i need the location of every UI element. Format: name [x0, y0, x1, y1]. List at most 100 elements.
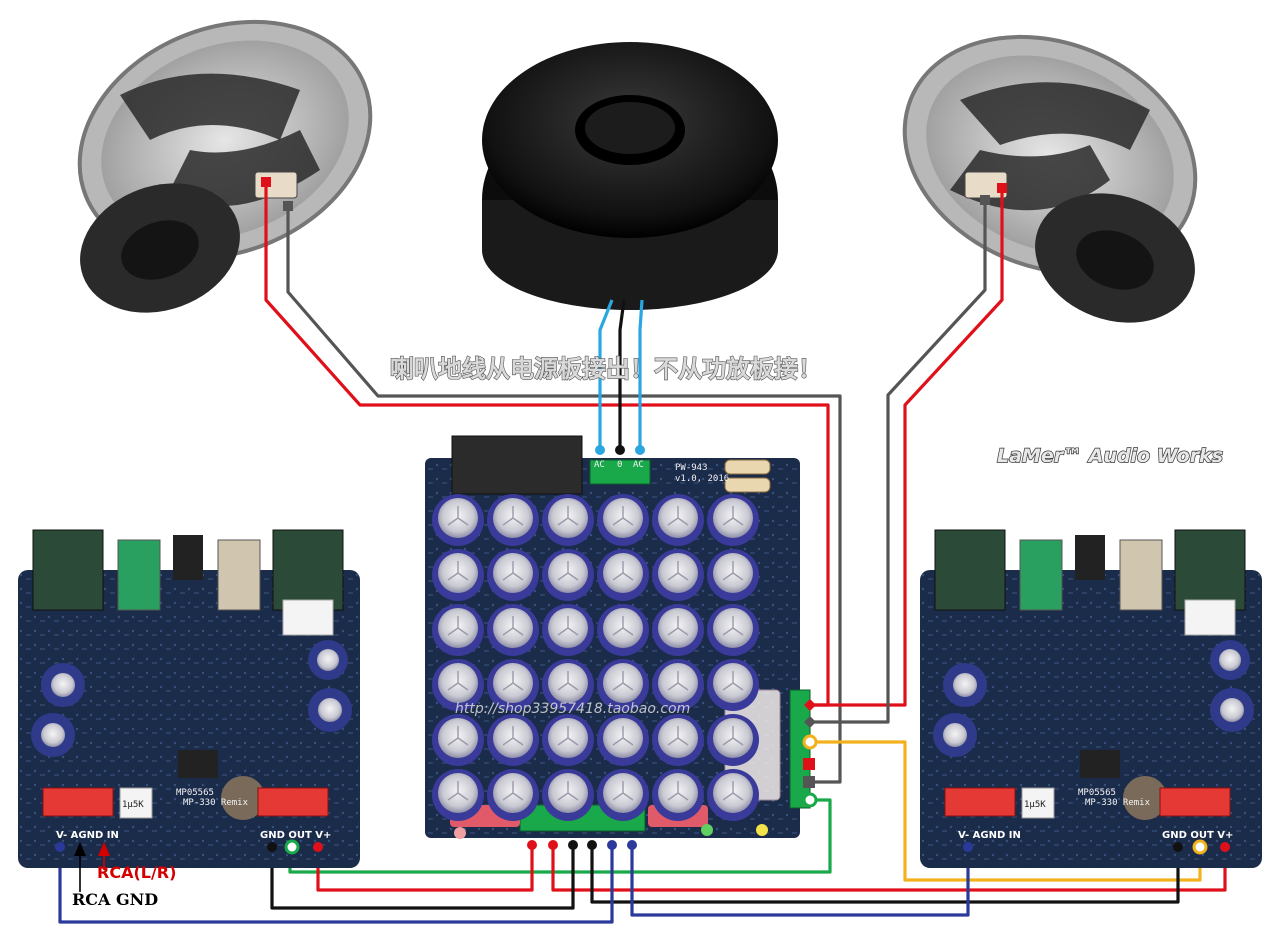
psu-capacitor-vent [447, 561, 469, 581]
psu-capacitor-vent [612, 781, 634, 801]
dot-amp-r-out [1192, 839, 1208, 855]
wire-spk-right-plus [810, 188, 1004, 707]
psu-capacitor-vent [722, 671, 744, 691]
wire-vminus-left [58, 845, 614, 924]
psu-capacitor-vent [612, 616, 634, 636]
psu-capacitor-vent [722, 616, 744, 636]
psu-capacitor-vent [667, 781, 689, 801]
psu-ac-left-label: AC [594, 460, 605, 470]
dot-psu-gnd-l [568, 840, 578, 850]
rca-arrows [74, 842, 110, 892]
psu-version-label: v1.0, 2016 [675, 474, 729, 484]
psu-capacitor-vent [557, 616, 579, 636]
amp-left-pot-label: 1μ5K [122, 800, 144, 810]
psu-capacitor-vent [612, 561, 634, 581]
dot-spk-left-gnd [283, 201, 293, 211]
psu-capacitor-vent [447, 726, 469, 746]
dot-amp-l-out [284, 839, 300, 855]
wires [58, 182, 1227, 924]
psu-capacitor-vent [557, 781, 579, 801]
toroid-transformer [482, 42, 778, 310]
dot-amp-r-gnd [1173, 842, 1183, 852]
psu-model-label: PW-943 [675, 463, 708, 473]
psu-capacitor-vent [502, 561, 524, 581]
dot-psu-spk-gnd [804, 716, 816, 728]
wire-ac-mid [618, 299, 626, 450]
psu-capacitor-vent [722, 561, 744, 581]
brand-logo: LaMer™ Audio Works [997, 445, 1223, 467]
psu-capacitor-vent [447, 616, 469, 636]
psu-capacitor-vent [722, 506, 744, 526]
dot-spk-right-gnd [980, 195, 990, 205]
dot-psu-vplus-l [527, 840, 537, 850]
psu-capacitor-vent [667, 506, 689, 526]
dot-amp-r-vplus [1220, 842, 1230, 852]
wire-vminus-right [630, 845, 970, 917]
dot-psu-spk-plus-2 [803, 758, 815, 770]
dot-amp-r-vminus [963, 842, 973, 852]
psu-capacitor-vent [447, 506, 469, 526]
warning-banner: 喇叭地线从电源板接出！不从功放板接！ [390, 355, 822, 383]
amp-left-terminal-out-label: GND OUT V+ [260, 830, 331, 841]
rca-gnd-label: RCA GND [72, 890, 158, 909]
wire-out-right [810, 740, 1202, 882]
psu-capacitor-vent [502, 671, 524, 691]
wire-gnd-left [270, 845, 575, 910]
psu-capacitor-vent [502, 781, 524, 801]
dot-ac-mid [615, 445, 625, 455]
psu-capacitor-vent [447, 781, 469, 801]
psu-capacitor-vent [557, 561, 579, 581]
dot-psu-spk-gnd-2 [803, 776, 815, 788]
psu-capacitor-grid [432, 494, 759, 821]
wire-ac-right [638, 299, 644, 450]
dot-spk-right-plus [997, 183, 1007, 193]
amp-right-pot-label: 1μ5K [1024, 800, 1046, 810]
amp-right-opamp-label: MP05565 [1078, 788, 1116, 798]
amp-right-model-label: MP-330 Remix [1085, 798, 1151, 808]
rca-lr-label: RCA(L/R) [97, 863, 176, 882]
amp-left-terminal-in-label: V- AGND IN [56, 830, 119, 841]
psu-capacitor-vent [722, 781, 744, 801]
psu-capacitor-vent [557, 671, 579, 691]
amp-left-model-label: MP-330 Remix [183, 798, 249, 808]
dot-psu-out-left [802, 792, 818, 808]
dot-psu-gnd-r [587, 840, 597, 850]
dot-amp-l-vplus [313, 842, 323, 852]
psu-ac-right-label: AC [633, 460, 644, 470]
speaker-left [77, 19, 373, 313]
dot-amp-l-vminus [55, 842, 65, 852]
dot-ac-left [595, 445, 605, 455]
psu-capacitor-vent [722, 726, 744, 746]
wire-spk-left-gnd [286, 206, 842, 784]
amp-board-left: 1μ5K MP-330 Remix MP05565 V- AGND IN GND… [18, 529, 360, 868]
psu-capacitor-vent [612, 726, 634, 746]
connection-dots [55, 177, 1230, 855]
wire-ac-left [598, 299, 614, 450]
speaker-right [902, 34, 1198, 323]
dot-amp-l-gnd [267, 842, 277, 852]
psu-capacitor-vent [502, 506, 524, 526]
psu-capacitor-vent [667, 726, 689, 746]
psu-capacitor-vent [502, 616, 524, 636]
dot-psu-out-right [802, 734, 818, 750]
psu-capacitor-vent [612, 671, 634, 691]
amp-board-right: 1μ5K MP-330 Remix MP05565 V- AGND IN GND… [920, 529, 1262, 868]
psu-capacitor-vent [667, 561, 689, 581]
dot-psu-spk-plus [804, 699, 816, 711]
psu-capacitor-vent [667, 616, 689, 636]
amp-left-opamp-label: MP05565 [176, 788, 214, 798]
psu-capacitor-vent [612, 506, 634, 526]
watermark: http://shop33957418.taobao.com [455, 701, 690, 717]
amp-right-terminal-in-label: V- AGND IN [958, 830, 1021, 841]
dot-ac-right [635, 445, 645, 455]
dot-psu-vplus-r [548, 840, 558, 850]
wire-spk-right-gnd [810, 200, 987, 724]
psu-ac-mid-label: 0 [617, 460, 622, 470]
dot-spk-left-plus [261, 177, 271, 187]
amp-right-terminal-out-label: GND OUT V+ [1162, 830, 1233, 841]
psu-board: PW-943 v1.0, 2016 AC 0 AC http://shop339… [425, 435, 811, 839]
psu-capacitor-vent [667, 671, 689, 691]
wire-gnd-right [590, 845, 1180, 904]
